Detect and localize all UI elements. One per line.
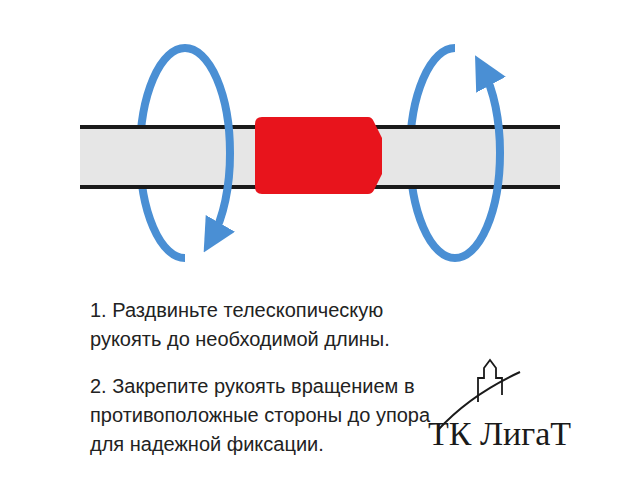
instruction-text: 2. Закрепите рукоять вращением в противо…: [90, 372, 450, 459]
watermark: ТК ЛигаТ: [428, 414, 571, 454]
logo-tower: [478, 360, 502, 402]
rotation-arrow: [455, 70, 500, 258]
rotation-arrow: [185, 48, 230, 238]
locking-coupling: [255, 117, 382, 194]
instruction-text: 1. Раздвиньте телескопическую рукоять до…: [90, 296, 460, 354]
